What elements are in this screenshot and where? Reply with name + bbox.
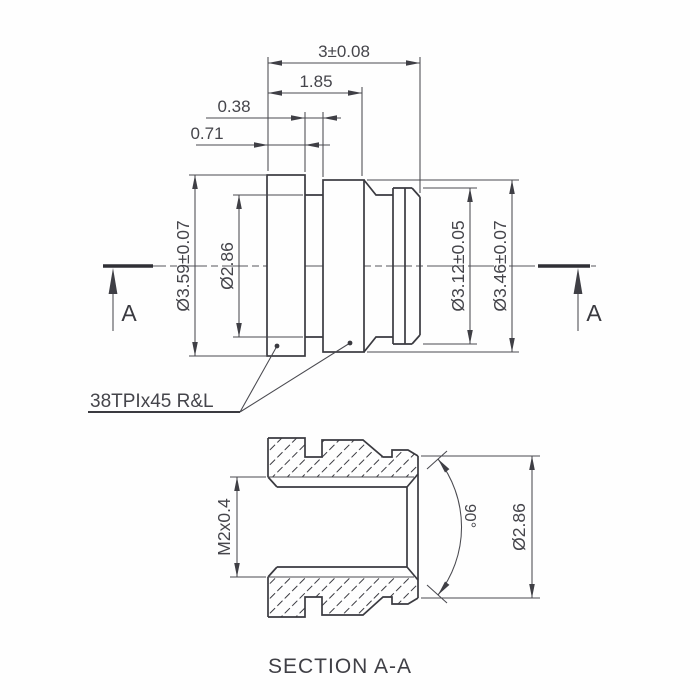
arrow (254, 142, 268, 148)
arrow (438, 459, 450, 473)
arrow (467, 188, 473, 202)
arrow (529, 584, 535, 598)
dim-thread-length: 1.85 (268, 72, 363, 176)
section-marker-left: A (121, 300, 137, 326)
section-title: SECTION A-A (268, 655, 412, 678)
dim-seat-angle: 90° (426, 450, 478, 604)
arrow (291, 115, 305, 121)
dim-text-overall-length: 3±0.08 (318, 42, 370, 61)
part-profile (266, 174, 421, 357)
arrow (509, 338, 515, 352)
thread-note-callout: 38TPIx45 R&L (88, 340, 353, 413)
outline-upper (268, 437, 419, 458)
cut-arrow-left (108, 268, 118, 294)
dim-text-nose-dia: Ø3.12±0.05 (448, 220, 468, 311)
arrow (438, 581, 450, 595)
dim-text-seat-angle: 90° (461, 504, 478, 528)
dim-text-groove-width: 0.38 (217, 97, 250, 116)
end-faces (267, 438, 419, 617)
dim-nose-dia: Ø3.12±0.05 (423, 187, 477, 345)
dim-lines (423, 187, 477, 345)
arrow (268, 90, 282, 96)
arrow (192, 342, 198, 356)
rear-thread-block (322, 179, 365, 353)
dim-text-seat-dia: Ø2.86 (509, 503, 529, 551)
arrow (234, 563, 240, 577)
dim-text-rear-thread-od: Ø3.46±0.07 (490, 220, 510, 311)
arrow (348, 90, 362, 96)
hatch-upper-wall (268, 438, 418, 477)
hatch-lower-wall (268, 577, 418, 617)
dim-lines (367, 179, 519, 353)
arrow (305, 142, 319, 148)
thread-major-lines (268, 476, 414, 578)
cut-arrow-right (573, 268, 583, 294)
section-marker-right: A (586, 300, 602, 326)
arrow (234, 477, 240, 491)
dim-lines (268, 87, 363, 176)
dim-text-thread-length: 1.85 (299, 72, 332, 91)
dim-lines (267, 57, 421, 193)
arrow (323, 115, 337, 121)
angle-extension-stubs (426, 450, 448, 604)
dim-seat-dia: Ø2.86 (421, 455, 540, 599)
arrow (529, 456, 535, 470)
lens-seat-chamfer (406, 473, 419, 581)
section-cut-plane: A A (103, 264, 602, 331)
leader-dot-front (274, 343, 280, 349)
arrow (236, 195, 242, 209)
dim-lines (189, 174, 266, 357)
angle-arc (437, 458, 462, 596)
dim-overall-length: 3±0.08 (267, 42, 421, 193)
section-view: M2x0.4 Ø2.86 90° (214, 437, 540, 618)
dim-text-front-thread-od: Ø3.59±0.07 (173, 220, 193, 311)
dim-text-internal-thread: M2x0.4 (214, 498, 234, 556)
arrow (268, 60, 282, 66)
top-view: A A 3±0.08 1.85 (88, 42, 602, 413)
groove-edges (305, 194, 323, 338)
dim-groove-dia: Ø2.86 (217, 194, 303, 338)
thread-note-text: 38TPIx45 R&L (90, 391, 214, 412)
arrow (509, 180, 515, 194)
dim-front-thread-od: Ø3.59±0.07 (173, 174, 266, 357)
dim-text-groove-dia: Ø2.86 (217, 242, 237, 290)
outline-lower (268, 596, 419, 618)
nose-profile (363, 179, 421, 353)
arrow (467, 330, 473, 344)
leader-dot-rear (347, 340, 353, 346)
dim-lines (230, 476, 266, 578)
top-view-dimensions: 3±0.08 1.85 0.38 0.71 (173, 42, 519, 357)
dim-front-thread-width: 0.71 (190, 124, 330, 148)
front-thread-block (266, 174, 306, 357)
section-view-dimensions: M2x0.4 Ø2.86 90° (214, 450, 540, 604)
bore-minor-lines (267, 476, 407, 578)
arrow (192, 175, 198, 189)
dim-internal-thread: M2x0.4 (214, 476, 266, 578)
dim-text-front-thread-width: 0.71 (190, 124, 223, 143)
dim-groove-width: 0.38 (206, 97, 341, 177)
dim-rear-thread-od: Ø3.46±0.07 (367, 179, 519, 353)
dim-lines (233, 194, 303, 338)
arrow (406, 60, 420, 66)
leader-lines (239, 342, 351, 413)
arrow (236, 323, 242, 337)
